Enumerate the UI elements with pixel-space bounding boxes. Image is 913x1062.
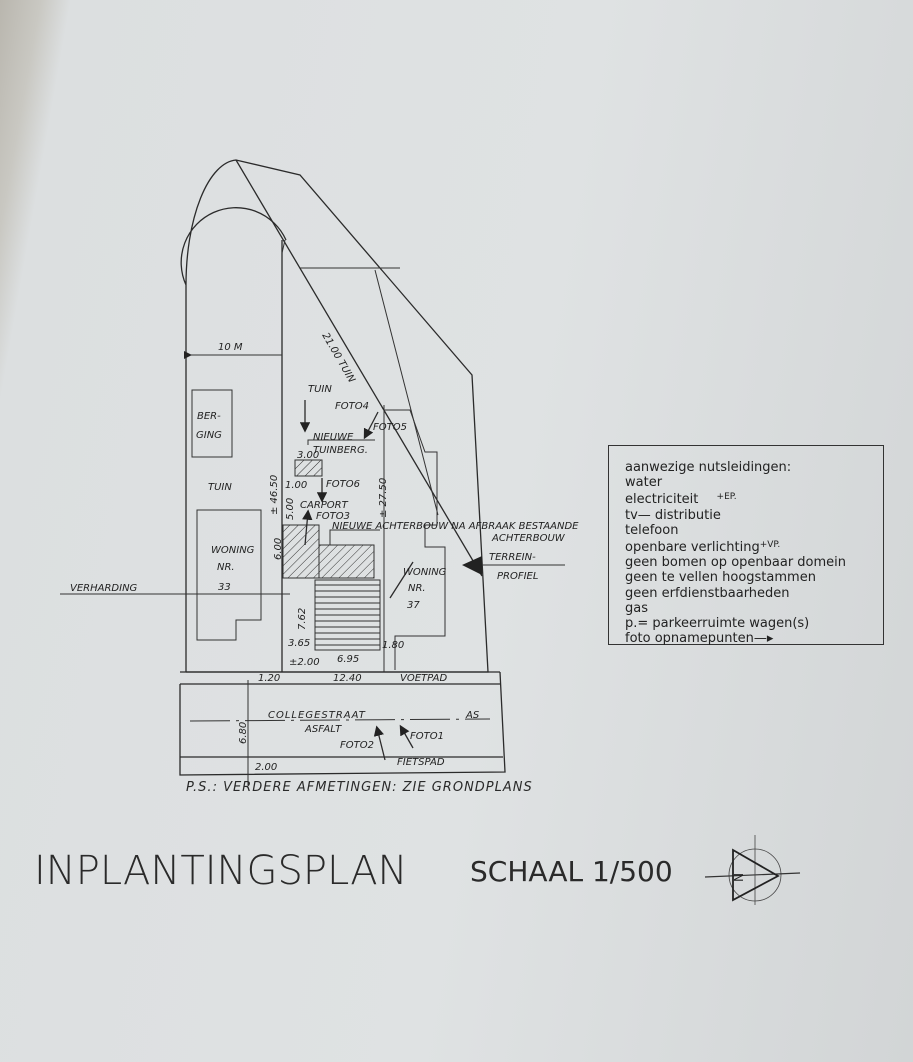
north-arrow-icon: N	[704, 835, 801, 905]
mark	[281, 239, 286, 254]
shed-outline	[307, 439, 375, 445]
label-berging-1: BER-	[197, 411, 221, 422]
foto5-arrow	[363, 411, 379, 440]
label-10m: 10 M	[218, 342, 243, 353]
new-extension-b	[318, 544, 375, 579]
label-foto3: FOTO3	[316, 511, 350, 522]
label-dim-600: 6.00	[273, 538, 284, 560]
label-carport: CARPORT	[300, 500, 349, 511]
legend-item: gas	[625, 600, 648, 616]
berging-building	[191, 389, 233, 458]
label-dim-200a: ±2.00	[289, 657, 320, 668]
legend-item: electriciteit +EP.	[625, 490, 883, 507]
extension-line	[329, 529, 380, 545]
foto1-arrow	[399, 724, 414, 749]
legend-item-label: foto opnamepunten	[625, 631, 754, 647]
legend-item: geen bomen op openbaar domein	[625, 555, 847, 571]
legend-item: openbare verlichting+VP.	[625, 538, 883, 555]
label-street-name: COLLEGESTRAAT	[268, 710, 366, 721]
label-terrein-2: PROFIEL	[497, 571, 538, 582]
label-woning-33-2: NR.	[217, 562, 235, 573]
legend-item: foto opnamepunten—▸	[625, 631, 883, 646]
legend-item: aanwezige nutsleidingen:	[625, 460, 792, 475]
legend-item: geen te vellen hoogstammen	[625, 570, 816, 586]
legend-item-label: openbare verlichting	[625, 540, 760, 556]
page-title: INPLANTINGSPLAN	[34, 848, 408, 894]
label-foto4: FOTO4	[335, 401, 369, 412]
label-woning-37-2: NR.	[408, 583, 426, 594]
label-voetpad: VOETPAD	[400, 673, 448, 684]
vp-symbol-label: VP.	[767, 540, 781, 551]
ep-symbol-icon: +EP.	[716, 492, 737, 503]
terreinprofiel-line	[389, 561, 414, 599]
label-achterbouw-1: NIEUWE ACHTERBOUW NA AFBRAAK BESTAANDE	[332, 521, 579, 532]
woning-37	[384, 409, 446, 670]
label-tuinberg: TUINBERG.	[313, 445, 368, 456]
label-nieuwe: NIEUWE	[313, 432, 354, 443]
label-woning-33-3: 33	[218, 582, 231, 593]
existing-house	[314, 579, 381, 651]
legend-item: tv— distributie	[625, 507, 721, 523]
label-dim-500: 5.00	[285, 498, 296, 520]
diagonal-boundary	[235, 159, 483, 577]
label-dim-695: 6.95	[337, 654, 359, 665]
label-dim-200b: 2.00	[255, 762, 277, 773]
label-dim-300: 3.00	[297, 450, 319, 461]
garden-line-2	[374, 269, 439, 516]
plot-boundary	[180, 159, 489, 673]
label-verharding: VERHARDING	[70, 583, 138, 594]
legend-box: aanwezige nutsleidingen: water electrici…	[608, 445, 884, 646]
woning-33	[196, 509, 262, 641]
legend-item-label: electriciteit	[625, 492, 699, 508]
label-dim-680: 6.80	[238, 722, 249, 744]
label-tuin-diagonal: 21.00 TUIN	[319, 331, 357, 385]
label-as: AS	[465, 710, 480, 721]
foto2-arrow	[373, 725, 386, 761]
label-woning-37-1: WONING	[403, 567, 447, 578]
arrow-right-icon: —▸	[753, 631, 774, 647]
legend-item: geen erfdienstbaarheden	[625, 585, 790, 601]
vp-symbol-icon: +VP.	[759, 540, 781, 551]
scale-label: SCHAAL 1/500	[470, 855, 673, 888]
foto3-arrow	[302, 509, 313, 546]
legend-item: p.= parkeerruimte wagen(s)	[625, 616, 810, 632]
label-dim-180: 1.80	[382, 640, 404, 651]
new-garden-shed	[294, 459, 323, 477]
legend-item: water	[625, 475, 663, 491]
label-achterbouw-2: ACHTERBOUW	[491, 533, 566, 544]
new-extension-a	[282, 524, 320, 579]
street-axis	[189, 718, 491, 722]
label-dim-120: 1.20	[258, 673, 280, 684]
street-outline	[179, 671, 506, 776]
label-terrein-1: TERREIN-	[489, 552, 536, 563]
label-dim-2750: ± 27.50	[378, 478, 389, 518]
north-label: N	[731, 873, 745, 882]
label-foto5: FOTO5	[373, 422, 407, 433]
label-tuin-top: TUIN	[308, 384, 332, 395]
label-foto2: FOTO2	[340, 740, 374, 751]
label-foto1: FOTO1	[410, 731, 444, 742]
legend-item: telefoon	[625, 522, 679, 538]
label-dim-365: 3.65	[288, 638, 310, 649]
label-foto6: FOTO6	[326, 479, 360, 490]
label-woning-37-3: 37	[407, 600, 420, 611]
label-woning-33-1: WONING	[211, 545, 255, 556]
label-dim-762: 7.62	[297, 608, 308, 630]
terreinprofiel-marker	[462, 556, 482, 575]
footnote: P.S.: VERDERE AFMETINGEN: ZIE GRONDPLANS	[186, 780, 533, 795]
label-tuin-left: TUIN	[208, 482, 232, 493]
label-fietspad: FIETSPAD	[397, 757, 445, 768]
label-asfalt: ASFALT	[304, 724, 342, 735]
label-berging-2: GING	[196, 430, 222, 441]
label-dim-4650: ± 46.50	[269, 475, 280, 515]
label-dim-1240: 12.40	[333, 673, 362, 684]
label-dim-100: 1.00	[285, 480, 307, 491]
ep-symbol-label: EP.	[724, 492, 737, 503]
